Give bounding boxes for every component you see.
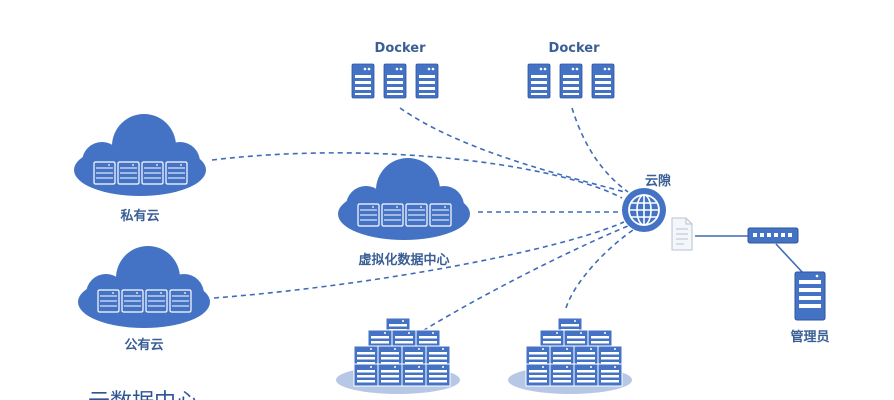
private-cloud-icon bbox=[74, 114, 206, 196]
admin-links bbox=[695, 235, 805, 275]
link-public-cloud bbox=[213, 221, 625, 299]
virtual-dc-cloud-icon bbox=[338, 158, 470, 240]
link-docker-right bbox=[571, 107, 629, 193]
private-cloud-label: 私有云 bbox=[120, 209, 160, 224]
link-private-cloud bbox=[211, 152, 623, 199]
docker-left-rack-icon bbox=[351, 63, 439, 99]
virtual-dc-label: 虚拟化数据中心 bbox=[358, 253, 450, 268]
public-cloud-label: 公有云 bbox=[124, 338, 164, 353]
document-icon bbox=[671, 217, 693, 251]
globe-icon bbox=[622, 188, 666, 232]
docker-left-label: Docker bbox=[374, 41, 426, 56]
server-pyramid-right-icon bbox=[508, 317, 632, 394]
public-cloud-icon bbox=[78, 246, 210, 328]
link-pyramid-left bbox=[399, 225, 629, 346]
server-pyramid-left-icon bbox=[336, 317, 460, 394]
connection-lines bbox=[211, 107, 637, 346]
admin-server-icon bbox=[794, 271, 826, 321]
link-docker-left bbox=[399, 107, 626, 193]
docker-right-label: Docker bbox=[548, 41, 600, 56]
yunxi-label: 云隙 bbox=[644, 174, 672, 189]
docker-right-rack-icon bbox=[527, 63, 615, 99]
link-pyramid-right bbox=[565, 227, 637, 309]
bottom-title: 云数据中心 bbox=[88, 384, 198, 400]
admin-label: 管理员 bbox=[790, 330, 830, 345]
switch-icon bbox=[747, 227, 799, 244]
